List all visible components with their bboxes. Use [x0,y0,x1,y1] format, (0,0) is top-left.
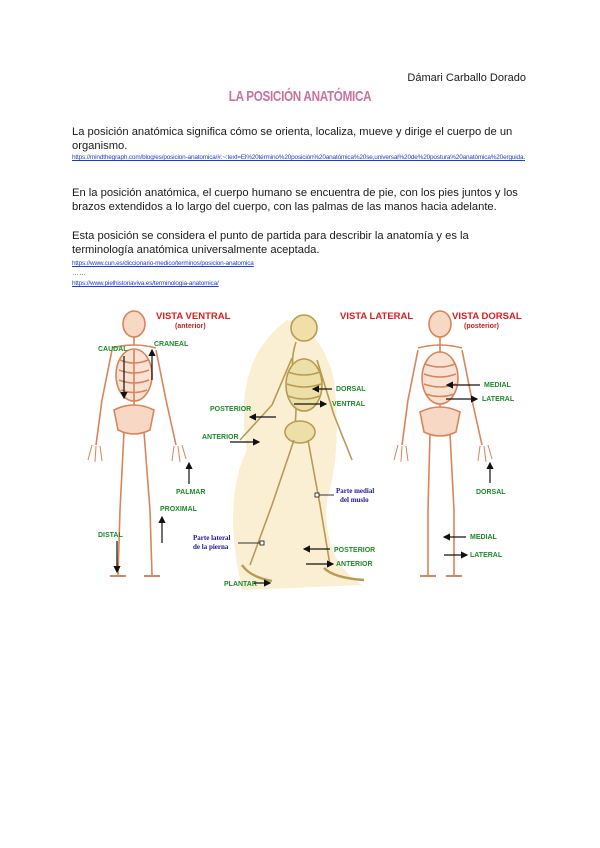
source-link-cun[interactable]: https://www.cun.es/diccionario-medico/te… [72,260,254,267]
label-parte-lateral: Parte lateral [193,534,231,542]
marker-lateral [259,540,265,546]
lateral-skeleton-icon [233,314,365,590]
view-subtitle-dorsal: (posterior) [464,323,499,330]
source-link-pielhistoriaviva[interactable]: https://www.pielhistoriaviva.es/terminol… [72,280,219,287]
label-lateral-leg: LATERAL [470,552,503,559]
label-posterior-arm: POSTERIOR [210,406,251,413]
label-anterior-arm: ANTERIOR [202,434,239,441]
label-distal: DISTAL [98,532,123,539]
view-title-dorsal: VISTA DORSAL [452,311,522,322]
source-link-mindthegraph[interactable]: https://mindthegraph.com/blog/es/posicio… [72,153,532,162]
ventral-skeleton-icon [87,310,187,577]
label-proximal: PROXIMAL [160,506,198,513]
marker-medial [314,492,320,498]
label-ventral-lateral-view: VENTRAL [332,401,366,408]
view-title-ventral: VISTA VENTRAL [156,311,231,322]
label-dorsal-lateral-view: DORSAL [336,386,366,393]
source-link-text[interactable]: https://mindthegraph.com/blog/es/posicio… [72,154,524,161]
author-name: Dámari Carballo Dorado [407,72,526,84]
paragraph-description: En la posición anatómica, el cuerpo huma… [72,187,518,213]
label-caudal: CAUDAL [98,346,128,353]
label-craneal: CRANEAL [154,341,189,348]
label-anterior-leg: ANTERIOR [336,561,373,568]
link-suffix: . [523,154,525,161]
label-del-muslo: del muslo [340,496,369,504]
view-title-lateral: VISTA LATERAL [340,311,413,322]
label-de-la-pierna: de la pierna [193,543,229,551]
separator: …… [72,270,86,277]
label-lateral-torso: LATERAL [482,396,515,403]
label-medial-leg: MEDIAL [470,534,498,541]
label-plantar: PLANTAR [224,581,257,588]
skeleton-diagram: VISTA VENTRAL (anterior) CAUDAL CRANEAL … [87,310,522,590]
label-dorsal-hand: DORSAL [476,489,506,496]
dorsal-skeleton-icon [393,310,493,577]
label-parte-medial: Parte medial [336,487,374,495]
anatomical-position-figure: VISTA VENTRAL (anterior) CAUDAL CRANEAL … [72,300,530,600]
label-palmar: PALMAR [176,489,205,496]
view-subtitle-ventral: (anterior) [175,323,206,330]
label-posterior-leg: POSTERIOR [334,547,375,554]
paragraph-definition: La posición anatómica significa cómo se … [72,126,513,152]
label-medial-torso: MEDIAL [484,382,512,389]
page-title: LA POSICIÓN ANATÓMICA [228,88,372,105]
paragraph-reference: Esta posición se considera el punto de p… [72,230,469,256]
